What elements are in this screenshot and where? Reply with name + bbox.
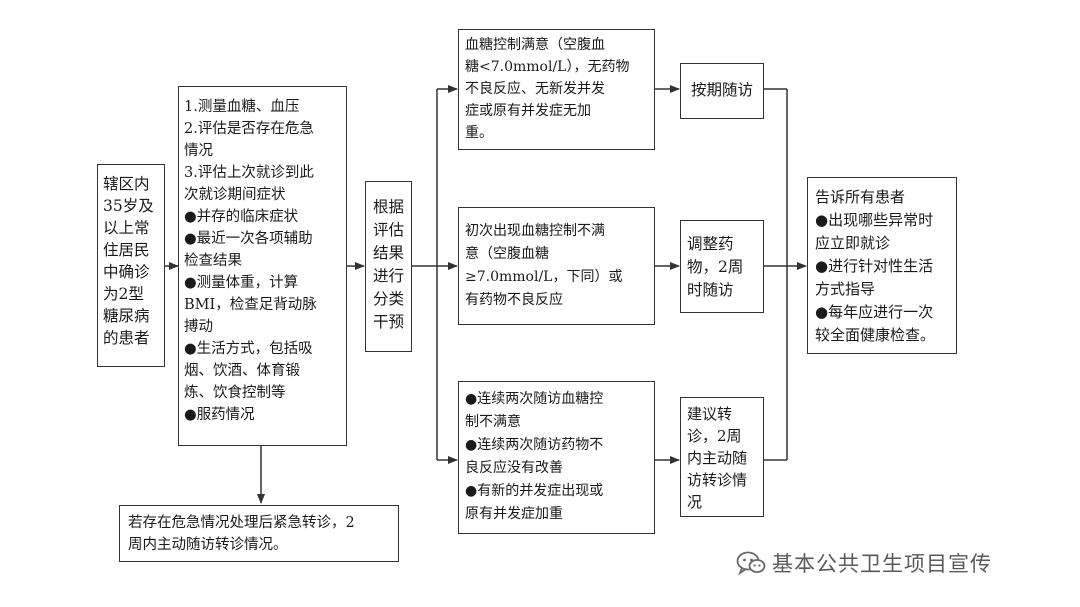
box-line: ●连续两次随访血糖控 [465,391,604,407]
box-line: 搏动 [184,319,213,335]
emergency-box: 若存在危急情况处理后紧急转诊，2 周内主动随访转诊情况。 [119,505,399,562]
box-line: 烟、饮酒、体育锻 [184,363,300,379]
box-line: 调整药 [687,235,734,253]
box-line: 应立即就诊 [815,234,891,252]
box-line: 时随访 [687,281,734,299]
box-line: ≥7.0mmol/L，下同）或 [465,269,623,285]
watermark-text: 基本公共卫生项目宣传 [772,552,992,576]
box-line: 次就诊期间症状 [184,187,286,203]
box-line: 意（空腹血糖 [465,246,549,262]
box-line: 按期随访 [690,81,753,99]
box-line: ●每年应进行一次 [815,303,934,321]
box-line: 诊，2周 [687,427,742,445]
box-line: ●连续两次随访药物不 [465,437,604,453]
box-line: 症或原有并发症无加 [465,103,591,119]
wechat-icon [736,551,766,576]
box-line: 血糖控制满意（空腹血 [465,37,605,53]
box-line: 住居民 [103,241,150,259]
box-line: 评估 [372,221,404,239]
assessment-box: 1.测量血糖、血压 2.评估是否存在危急情况 3.评估上次就诊到此次就诊期间症状 ●并… [178,86,347,446]
box-line: ●服药情况 [184,407,255,423]
box-line: 初次出现血糖控制不满 [465,223,605,239]
referral-conditions-box: ●连续两次随访血糖控制不满意 ●连续两次随访药物不良反应没有改善 ●有新的并发症出现… [458,381,655,534]
box-line: BMI，检查足背动脉 [184,297,317,313]
box-line: 情况 [184,143,213,159]
adjust-medication-box: 调整药物，2周时随访 [680,220,764,313]
box-line: 35岁及 [103,197,154,215]
box-line: 中确诊 [103,263,150,281]
box-line: 况 [687,493,703,511]
box-line: 内主动随 [687,449,748,467]
box-line: ●并存的临床症状 [184,209,299,225]
inform-patients-box: 告诉所有患者 ●出现哪些异常时应立即就诊 ●进行针对性生活方式指导 ●每年应进行一次较… [807,177,957,354]
box-line: 进行 [372,267,404,285]
box-line: 访转诊情 [687,471,748,489]
box-line: ●出现哪些异常时 [815,211,934,229]
box-line: 结果 [372,244,404,262]
box-line: 2.评估是否存在危急 [184,121,314,137]
classify-box: 根据评估结果进行分类干预 [365,181,412,352]
box-line: 3.评估上次就诊到此 [184,165,314,181]
box-line: 糖尿病 [103,307,150,325]
box-line: 的患者 [103,329,150,347]
referral-box: 建议转诊，2周内主动随访转诊情况 [680,397,764,517]
box-line: 重。 [465,125,493,141]
box-line: 物，2周 [687,258,744,276]
box-line: 为2型 [103,285,144,303]
box-line: 良反应没有改善 [465,460,563,476]
box-line: 较全面健康检查。 [815,326,936,344]
box-line: 根据 [372,198,404,216]
box-line: 1.测量血糖、血压 [184,99,300,115]
box-line: 糖<7.0mmol/L），无药物 [465,59,630,75]
box-line: 辖区内 [103,175,150,193]
box-line: ●进行针对性生活 [815,257,934,275]
box-line: ●测量体重，计算 [184,275,299,291]
box-line: 分类 [372,290,404,308]
box-line: 建议转 [687,405,733,423]
followup-box: 按期随访 [680,63,764,119]
box-line: 方式指导 [815,280,876,298]
box-line: ●最近一次各项辅助 [184,231,313,247]
watermark: 基本公共卫生项目宣传 [736,548,992,578]
unsatisfied-box: 初次出现血糖控制不满意（空腹血糖 ≥7.0mmol/L，下同）或有药物不良反应 [458,207,655,325]
box-line: 原有并发症加重 [465,506,563,522]
box-line: 若存在危急情况处理后紧急转诊，2 [128,515,355,531]
box-line: 不良反应、无新发并发 [465,81,605,97]
box-line: 周内主动随访转诊情况。 [128,537,288,553]
box-line: 制不满意 [465,414,521,430]
box-line: ●生活方式，包括吸 [184,341,313,357]
box-line: 干预 [372,313,404,331]
patients-box: 辖区内 35岁及以上常住居民中确诊为2型糖尿病的患者 [97,164,165,367]
box-line: 以上常 [103,219,150,237]
box-line: 检查结果 [184,253,242,269]
box-line: 告诉所有患者 [815,188,906,206]
box-line: 炼、饮食控制等 [184,385,286,401]
box-line: 有药物不良反应 [465,292,563,308]
box-line: ●有新的并发症出现或 [465,483,604,499]
satisfied-box: 血糖控制满意（空腹血糖<7.0mmol/L），无药物不良反应、无新发并发症或原有… [458,29,655,150]
